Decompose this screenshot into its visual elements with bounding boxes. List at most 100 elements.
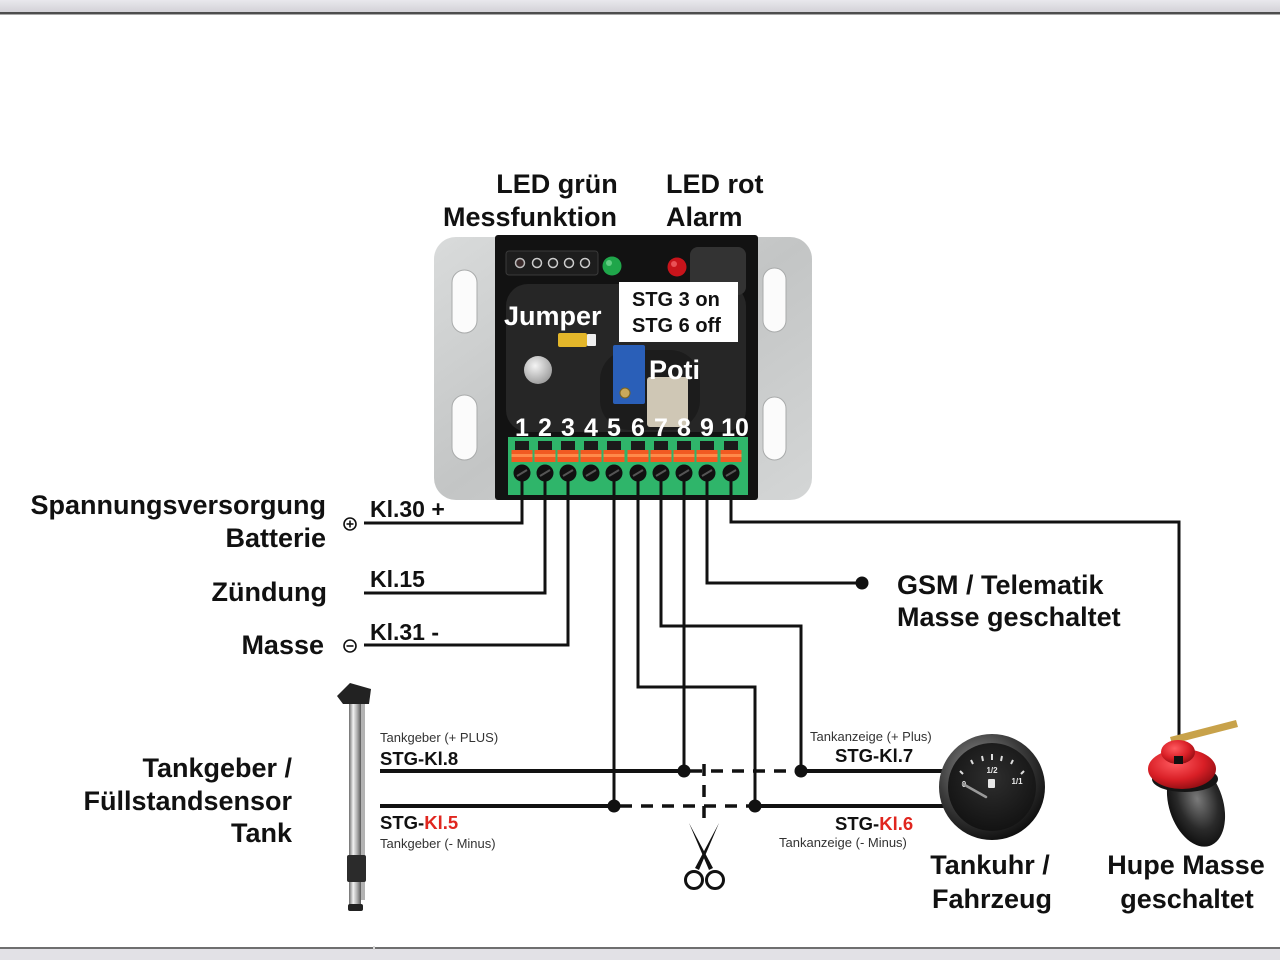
plus-symbol-icon xyxy=(343,517,357,531)
gsm-label-line2: Masse geschaltet xyxy=(897,602,1121,632)
mode-label-box xyxy=(619,282,738,342)
terminal-screw-slot xyxy=(725,469,737,477)
terminal-screw-slot xyxy=(585,469,597,477)
terminal-release-slot xyxy=(631,441,645,450)
wire-pin6-gauge-minus xyxy=(636,480,757,806)
terminal-release-slot xyxy=(538,441,552,450)
mode-label-line2: STG 6 off xyxy=(632,315,721,337)
terminal-screw-slot xyxy=(632,469,644,477)
terminal-release-slot xyxy=(584,441,598,450)
terminal-release-slot xyxy=(607,441,621,450)
gauge-plus-description: Tankanzeige (+ Plus) xyxy=(810,729,932,744)
ground-label: Masse xyxy=(241,630,324,660)
terminal-clip-highlight xyxy=(673,454,695,457)
terminal-number: Kl.8 xyxy=(424,748,458,769)
poti-label: Poti xyxy=(649,355,700,385)
led-green-title: LED grün xyxy=(496,169,618,199)
junction-dot xyxy=(607,799,621,813)
pin-number-label: 5 xyxy=(607,414,621,442)
tank-sender-label-line1: Tankgeber / xyxy=(142,753,292,783)
terminal-kl15-label: Kl.15 xyxy=(370,566,425,592)
terminal-clip-highlight xyxy=(580,454,602,457)
tank-sender-label-line3: Tank xyxy=(231,818,293,848)
programming-header xyxy=(505,250,599,276)
terminal-clip-highlight xyxy=(511,454,533,457)
gsm-label-line1: GSM / Telematik xyxy=(897,570,1105,600)
tank-level-sensor-icon xyxy=(337,683,371,911)
sender-minus-terminal: STG-Kl.5 xyxy=(380,812,458,833)
terminal-screw-slot xyxy=(678,469,690,477)
terminal-clip-highlight xyxy=(557,454,579,457)
horn-label-line2: geschaltet xyxy=(1120,884,1254,914)
alarm-module: STG 3 on STG 6 off Jumper Poti 1 2 3 4 5… xyxy=(434,235,812,500)
led-red-highlight xyxy=(671,261,677,267)
gsm-terminal-dot xyxy=(855,576,869,590)
terminal-prefix: STG- xyxy=(835,813,879,834)
potentiometer-screw-icon xyxy=(619,387,631,399)
terminal-release-slot xyxy=(561,441,575,450)
led-red-subtitle: Alarm xyxy=(666,202,743,232)
terminal-clip-highlight xyxy=(696,454,718,457)
terminal-kl31-label: Kl.31 - xyxy=(370,619,439,645)
top-window-bar xyxy=(0,0,1280,12)
terminal-release-slot xyxy=(654,441,668,450)
led-green-subtitle: Messfunktion xyxy=(443,202,617,232)
mounting-slot xyxy=(762,396,787,461)
ignition-label: Zündung xyxy=(212,577,327,607)
gauge-minus-terminal: STG-Kl.6 xyxy=(835,813,913,834)
terminal-number: Kl.5 xyxy=(424,812,458,833)
horn-label-line1: Hupe Masse xyxy=(1107,850,1265,880)
gauge-needle xyxy=(961,782,988,799)
terminal-prefix: STG- xyxy=(380,812,424,833)
scissors-icon xyxy=(684,823,725,890)
sender-plus-terminal: STG-Kl.8 xyxy=(380,748,458,769)
pin-number-label: 10 xyxy=(721,414,749,442)
sender-plus-description: Tankgeber (+ PLUS) xyxy=(380,730,498,745)
terminal-clip-highlight xyxy=(603,454,625,457)
terminal-clip-highlight xyxy=(650,454,672,457)
terminal-screw-slot xyxy=(655,469,667,477)
minus-symbol-icon xyxy=(343,639,357,653)
capacitor-icon xyxy=(524,356,552,384)
led-green-highlight xyxy=(606,260,612,266)
fuel-gauge-icon: 0 1/2 1/1 xyxy=(939,734,1045,840)
terminal-number: Kl.6 xyxy=(879,813,913,834)
pin-number-label: 3 xyxy=(561,414,575,442)
sender-minus-description: Tankgeber (- Minus) xyxy=(380,836,496,851)
wire-pin2-kl15 xyxy=(364,480,547,595)
wire-pin1-kl30 xyxy=(364,480,524,525)
led-green-icon xyxy=(602,256,622,276)
pin-number-label: 2 xyxy=(538,414,552,442)
top-divider-shadow xyxy=(0,14,1280,15)
led-red-icon xyxy=(667,257,687,277)
junction-dot xyxy=(748,799,762,813)
mounting-slot xyxy=(762,267,787,333)
bottom-window-bar xyxy=(0,949,1280,960)
mounting-slot xyxy=(451,269,478,334)
gauge-label-line1: Tankuhr / xyxy=(930,850,1050,880)
jumper-icon xyxy=(558,333,587,347)
relay-icon xyxy=(647,377,688,427)
terminal-prefix: STG- xyxy=(380,748,424,769)
mode-label-line1: STG 3 on xyxy=(632,289,720,311)
terminal-screw-slot xyxy=(562,469,574,477)
dial-label-half: 1/2 xyxy=(986,766,998,775)
pin-number-label: 7 xyxy=(654,414,668,442)
supply-label-line1: Spannungsversorgung xyxy=(30,490,326,520)
gauge-label-line2: Fahrzeug xyxy=(932,884,1052,914)
pin-number-label: 1 xyxy=(515,414,529,442)
terminal-kl30-label: Kl.30 + xyxy=(370,496,445,522)
gauge-minus-description: Tankanzeige (- Minus) xyxy=(779,835,907,850)
pin-number-label: 9 xyxy=(700,414,714,442)
junction-dot xyxy=(677,764,691,778)
wire-pin3-kl31 xyxy=(364,480,570,647)
terminal-release-slot xyxy=(677,441,691,450)
terminal-release-slot xyxy=(724,441,738,450)
jumper-label: Jumper xyxy=(504,301,602,331)
terminal-release-slot xyxy=(700,441,714,450)
terminal-screw-slot xyxy=(516,469,528,477)
bottom-bar-splitter[interactable] xyxy=(373,946,375,950)
terminal-screw-slot xyxy=(701,469,713,477)
jumper-cap xyxy=(587,334,596,346)
